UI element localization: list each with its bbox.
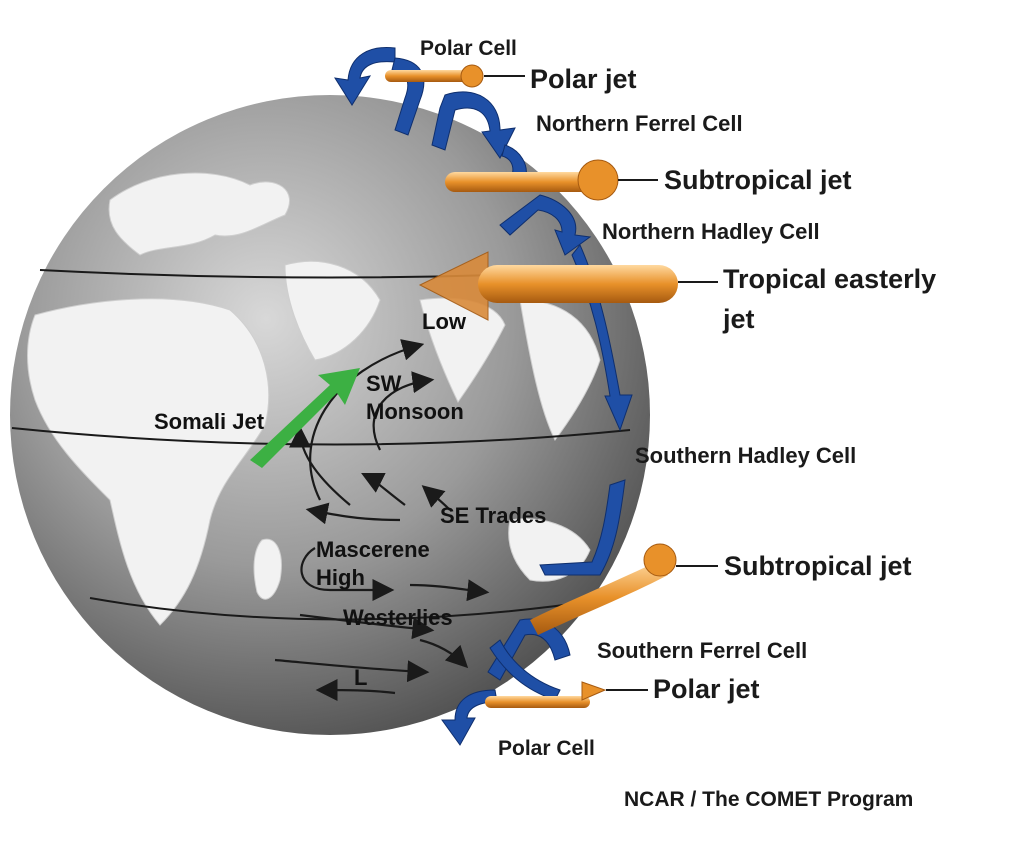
south-subtropical-jet-head <box>643 543 677 577</box>
northern-hadley-cell-label: Northern Hadley Cell <box>602 219 820 244</box>
polar-jet-south-label: Polar jet <box>653 674 760 704</box>
somali-jet-arrow <box>250 368 360 468</box>
south-subtropical-jet-shaft <box>530 560 668 635</box>
westerly-arrow-2 <box>419 638 469 669</box>
south-polar-jet-shaft <box>485 696 590 708</box>
africa-land <box>27 298 270 626</box>
southern-hadley-cell-label: Southern Hadley Cell <box>635 443 857 468</box>
south-polar-cell-arrow <box>441 689 498 746</box>
jets <box>385 64 678 708</box>
trades-arrow-4 <box>305 502 401 525</box>
surface-wind-arrows <box>274 339 490 702</box>
high-arrow-2 <box>409 579 490 602</box>
trades-arrow-1 <box>289 425 351 506</box>
polar-jet-north-label: Polar jet <box>530 64 637 94</box>
north-polar-jet-shaft <box>385 70 470 82</box>
north-subtropical-jet-head <box>577 159 619 201</box>
tropical-easterly-jet-label-line2: jet <box>723 304 755 334</box>
trades-arrow-3 <box>421 485 451 511</box>
north-subtropical-jet-shaft <box>445 172 595 192</box>
north-polar-jet-head <box>460 64 484 88</box>
credit-label: NCAR / The COMET Program <box>624 788 914 811</box>
polar-cell-north-label: Polar Cell <box>420 37 517 60</box>
subtropical-jet-north-label: Subtropical jet <box>664 165 852 195</box>
tropical-easterly-jet-label-line1: Tropical easterly <box>723 264 937 294</box>
southern-ferrel-cell-label: Southern Ferrel Cell <box>597 638 808 663</box>
somali-jet-label: Somali Jet <box>154 409 265 434</box>
arabia-land <box>284 260 381 361</box>
subtropical-jet-south-label: Subtropical jet <box>724 551 912 581</box>
northern-ferrel-cell-label: Northern Ferrel Cell <box>536 111 743 136</box>
mascarene-high-label-line2: High <box>316 565 365 590</box>
sw-monsoon-label-line1: SW <box>366 371 402 396</box>
madagascar-land <box>253 538 282 600</box>
monsoon-arrow-1 <box>309 339 425 501</box>
high-arrow-1 <box>300 547 395 601</box>
mascarene-high-label-line1: Mascerene <box>316 537 430 562</box>
sw-monsoon-label-line2: Monsoon <box>366 399 464 424</box>
north-polar-cell-arrow <box>333 46 396 106</box>
monsoon-arrow-2 <box>372 371 435 451</box>
low-small-label: L <box>354 665 368 690</box>
se-trades-label: SE Trades <box>440 503 547 528</box>
low-label: Low <box>422 309 466 334</box>
westerly-arrow-1 <box>299 613 435 640</box>
europe-land <box>108 172 291 256</box>
westerly-arrow-4 <box>315 679 396 702</box>
southeast-asia-land <box>519 299 601 441</box>
land-masses <box>27 172 601 626</box>
south-hadley-cell-arrow <box>539 479 626 576</box>
south-polar-jet-head <box>581 681 607 701</box>
tropical-easterly-jet-shaft <box>478 265 678 303</box>
polar-cell-south-label: Polar Cell <box>498 737 595 760</box>
westerly-arrow-3 <box>274 658 430 683</box>
north-hadley-cell-arrow <box>499 194 592 256</box>
trades-arrow-2 <box>361 473 406 506</box>
leader-lines <box>484 75 718 691</box>
westerlies-label: Westerlies <box>343 605 453 630</box>
north-ferrel-cell-arrow <box>431 91 516 159</box>
